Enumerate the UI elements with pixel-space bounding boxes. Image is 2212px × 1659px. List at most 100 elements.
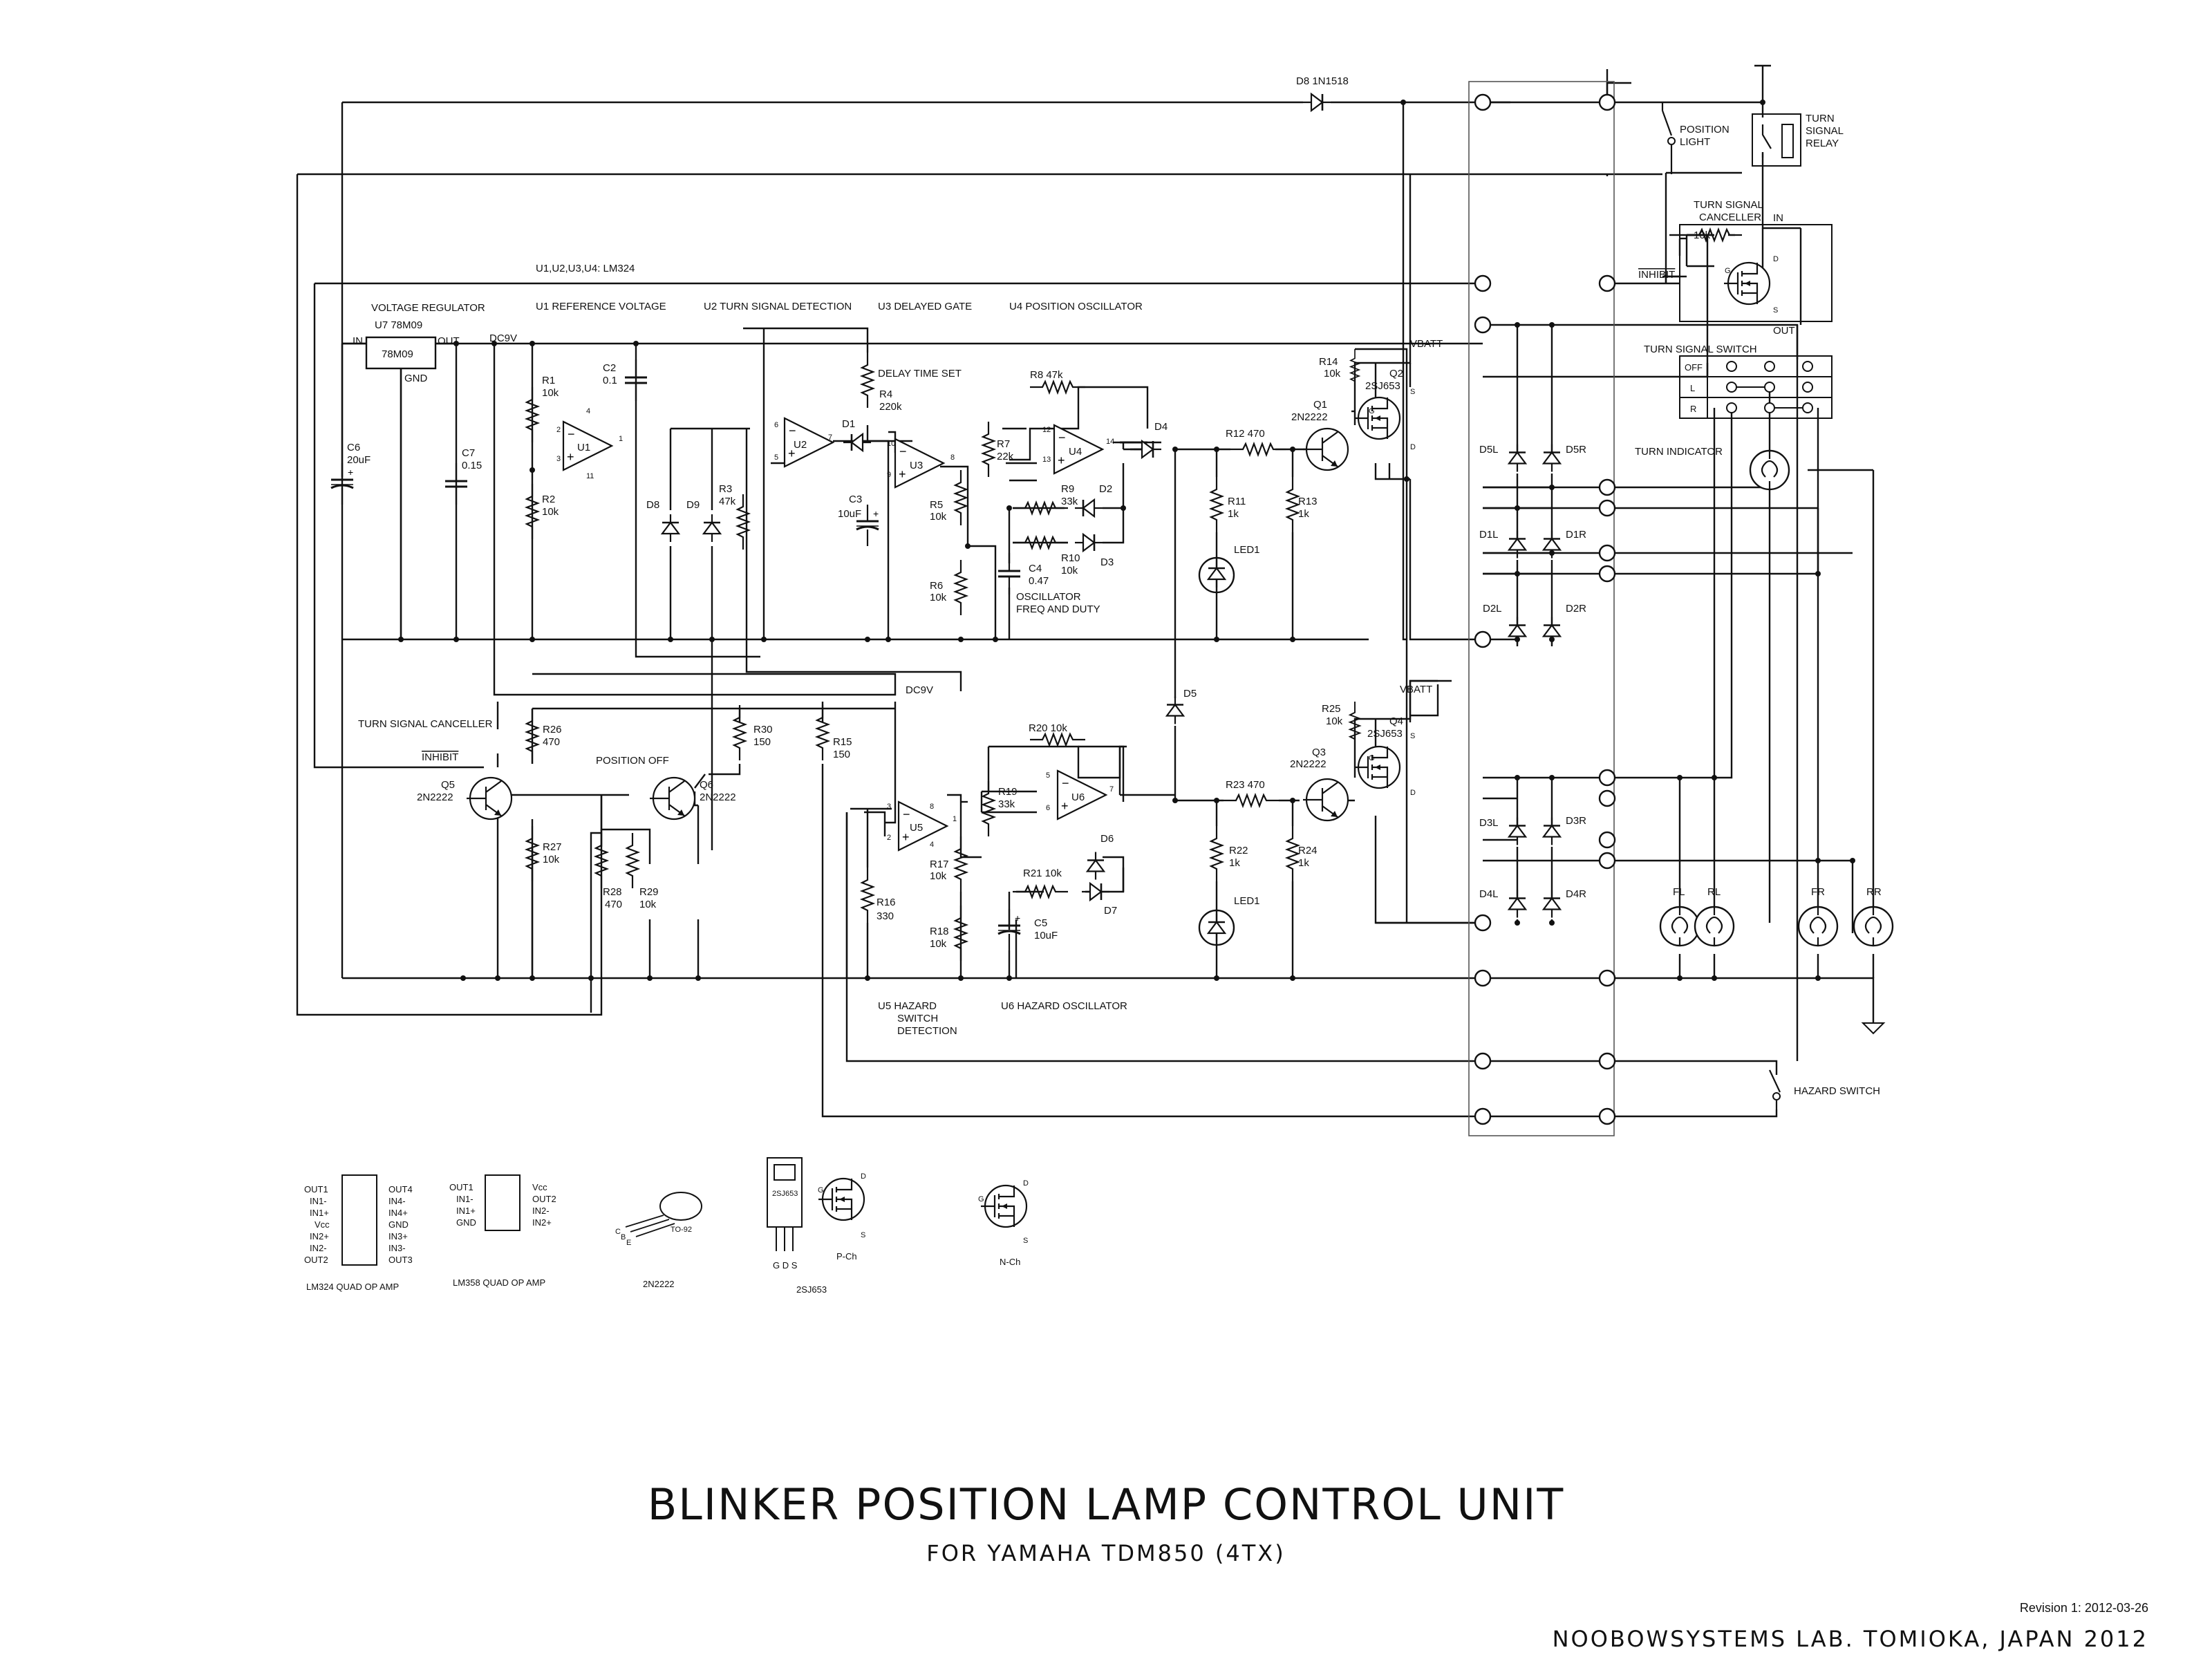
- turn-signal-canceller-label-1: TURN SIGNAL: [1694, 199, 1763, 211]
- u1-label: U1: [577, 442, 590, 453]
- d9-label: D9: [686, 499, 700, 511]
- svg-text:12: 12: [1042, 426, 1051, 434]
- r19-label: R19: [998, 786, 1018, 798]
- u7-body-label: 78M09: [382, 348, 413, 360]
- 2sj653-caption: 2SJ653: [796, 1284, 827, 1295]
- revision-label: Revision 1: 2012-03-26: [2019, 1601, 2148, 1615]
- d2-diode: [1074, 498, 1104, 518]
- q1-value: 2N2222: [1291, 411, 1328, 423]
- r29-value: 10k: [639, 899, 657, 910]
- section-labels: U1,U2,U3,U4: LM324 VOLTAGE REGULATOR U1 …: [358, 263, 1143, 1037]
- 2n2222-caption: 2N2222: [643, 1279, 675, 1289]
- svg-text:10: 10: [887, 440, 895, 448]
- r23-label: R23 470: [1226, 779, 1265, 791]
- turn-signal-canceller-label: TURN SIGNAL CANCELLER: [358, 718, 493, 730]
- svg-text:IN1-: IN1-: [310, 1196, 327, 1206]
- lamp-rl: [1694, 906, 1735, 947]
- d2-label: D2: [1099, 483, 1112, 495]
- r24-value: 1k: [1298, 857, 1309, 869]
- q4-mosfet: [1353, 745, 1401, 789]
- svg-text:OUT3: OUT3: [388, 1255, 413, 1265]
- r24-label: R24: [1298, 845, 1318, 856]
- svg-text:IN4-: IN4-: [388, 1196, 406, 1206]
- d4l-diode: [1508, 889, 1527, 919]
- svg-text:13: 13: [1042, 456, 1051, 464]
- switch-row-l: L: [1690, 383, 1695, 393]
- svg-text:IN2-: IN2-: [532, 1206, 550, 1216]
- r22-resistor: [1210, 825, 1224, 883]
- canceller-out-label: OUT: [1773, 325, 1795, 337]
- svg-text:B: B: [621, 1233, 626, 1241]
- u3-section-label: U3 DELAYED GATE: [878, 301, 972, 312]
- r5-label: R5: [930, 499, 943, 511]
- component-labels: D8 1N1518 U7 78M09 78M09 C6 20uF C7 0.15…: [347, 75, 1586, 950]
- lamp-fr-label: FR: [1811, 886, 1825, 898]
- led1-label: LED1: [1234, 544, 1260, 556]
- position-light-label-1: POSITION: [1680, 124, 1730, 135]
- r19-value: 33k: [998, 798, 1015, 810]
- r10-label: R10: [1061, 552, 1080, 564]
- u6-label: U6: [1071, 791, 1085, 803]
- svg-text:OUT2: OUT2: [532, 1194, 556, 1204]
- svg-text:9: 9: [887, 471, 891, 479]
- svg-text:OUT2: OUT2: [304, 1255, 328, 1265]
- d2r-diode: [1542, 616, 1562, 646]
- hazard-switch-label: HAZARD SWITCH: [1794, 1085, 1880, 1097]
- position-light-switch: [1661, 102, 1673, 174]
- svg-text:G D S: G D S: [773, 1260, 798, 1271]
- svg-text:D: D: [1410, 443, 1416, 451]
- u6-section-label: U6 HAZARD OSCILLATOR: [1001, 1000, 1127, 1012]
- svg-text:G: G: [1369, 754, 1375, 762]
- u5-label: U5: [910, 822, 923, 834]
- q2-value: 2SJ653: [1365, 380, 1400, 392]
- svg-text:5: 5: [774, 453, 778, 462]
- led1b-label: LED1: [1234, 895, 1260, 907]
- r18-label: R18: [930, 926, 949, 937]
- r12-resistor: [1229, 442, 1287, 456]
- svg-text:IN4+: IN4+: [388, 1208, 408, 1218]
- turn-signal-canceller-label-2: CANCELLER: [1699, 212, 1761, 223]
- r29-resistor: [626, 832, 639, 890]
- u7-regulator: [365, 336, 437, 370]
- turn-signal-relay-label-3: RELAY: [1806, 138, 1839, 149]
- svg-text:6: 6: [1046, 804, 1050, 812]
- d3-diode: [1074, 533, 1104, 552]
- d1l-diode: [1508, 529, 1527, 559]
- ground-symbol: [1861, 1022, 1886, 1035]
- d9-diode: [702, 513, 722, 543]
- u5-section-label-1: U5 HAZARD: [878, 1000, 937, 1012]
- r10-value: 10k: [1061, 565, 1078, 577]
- u7-label: U7 78M09: [375, 319, 422, 331]
- r7-label: R7: [997, 438, 1010, 450]
- d1r-diode: [1542, 529, 1562, 559]
- svg-text:OUT1: OUT1: [304, 1184, 328, 1194]
- connector-terminals: [1474, 93, 1616, 1125]
- r11-resistor: [1210, 476, 1224, 534]
- r4-value: 220k: [879, 401, 902, 413]
- r22-value: 1k: [1229, 857, 1240, 869]
- r22-label: R22: [1229, 845, 1248, 856]
- regulator-out-label: OUT: [438, 335, 460, 347]
- c7-label: C7: [462, 447, 475, 459]
- r8-resistor: [1029, 380, 1087, 394]
- turn-signal-canceller-box: [1679, 224, 1833, 322]
- d3r-diode: [1542, 816, 1562, 846]
- c3-value: 10uF: [838, 508, 861, 520]
- d8-main-label: D8 1N1518: [1296, 75, 1349, 87]
- lm324-pins-left: OUT1 IN1- IN1+ Vcc IN2+ IN2- OUT2: [304, 1184, 330, 1265]
- d8-main-diode: [1302, 93, 1332, 112]
- d5-label: D5: [1183, 688, 1197, 700]
- svg-text:11: 11: [586, 472, 594, 480]
- d6-diode: [1086, 851, 1105, 881]
- u2-section-label: U2 TURN SIGNAL DETECTION: [704, 301, 852, 312]
- q6-label: Q6: [700, 779, 713, 791]
- svg-text:D: D: [1023, 1179, 1029, 1188]
- d7-diode: [1080, 882, 1111, 901]
- r2-label: R2: [542, 494, 555, 505]
- r11-label: R11: [1228, 496, 1246, 507]
- svg-text:S: S: [861, 1231, 865, 1239]
- r5-value: 10k: [930, 511, 947, 523]
- r26-label: R26: [543, 724, 562, 735]
- r30-label: R30: [753, 724, 773, 735]
- r15-label: R15: [833, 736, 852, 748]
